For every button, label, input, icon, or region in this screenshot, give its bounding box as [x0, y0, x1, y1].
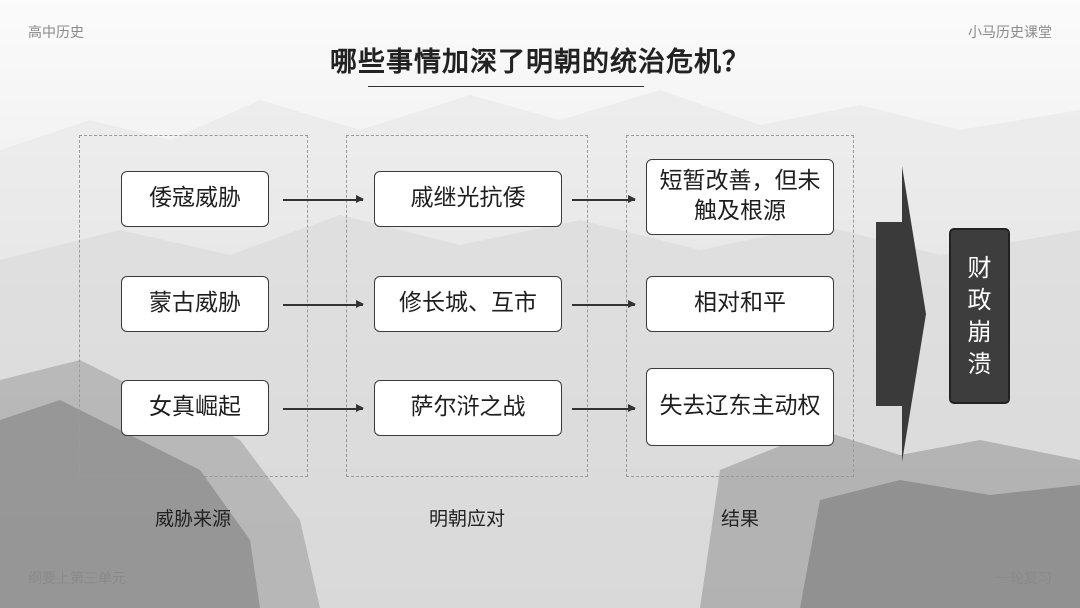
- channel-tag: 小马历史课堂: [968, 25, 1052, 41]
- big-right-arrow-icon: [876, 166, 926, 462]
- responses-label: 明朝应对: [428, 508, 505, 530]
- responses-group: [346, 135, 588, 477]
- sources-group: [79, 135, 308, 477]
- response-box-qi-jiguang: 戚继光抗倭: [374, 171, 562, 227]
- arrow-source-3: [283, 405, 364, 411]
- source-box-jurchen: 女真崛起: [121, 380, 269, 436]
- results-group: [626, 135, 854, 477]
- unit-tag: 纲要上第三单元: [28, 571, 126, 587]
- results-label: 结果: [720, 508, 759, 530]
- result-box-temporary: 短暂改善，但未触及根源: [646, 159, 834, 235]
- course-tag: 高中历史: [28, 25, 84, 41]
- title-underline: [368, 86, 644, 87]
- arrow-response-3: [572, 405, 636, 411]
- final-result-box: 财政崩溃: [949, 228, 1010, 404]
- arrow-source-1: [283, 196, 364, 202]
- slide-title: 哪些事情加深了明朝的统治危机？: [330, 47, 750, 78]
- response-box-great-wall: 修长城、互市: [374, 276, 562, 332]
- sources-label: 威胁来源: [154, 508, 231, 530]
- result-box-liaodong: 失去辽东主动权: [646, 368, 834, 446]
- arrow-response-2: [572, 301, 636, 307]
- review-tag: 一轮复习: [996, 571, 1052, 587]
- arrow-response-1: [572, 196, 636, 202]
- arrow-source-2: [283, 301, 364, 307]
- result-box-peace: 相对和平: [646, 276, 834, 332]
- source-box-japanese-pirates: 倭寇威胁: [121, 171, 269, 227]
- source-box-mongol: 蒙古威胁: [121, 276, 269, 332]
- response-box-sarhu: 萨尔浒之战: [374, 380, 562, 436]
